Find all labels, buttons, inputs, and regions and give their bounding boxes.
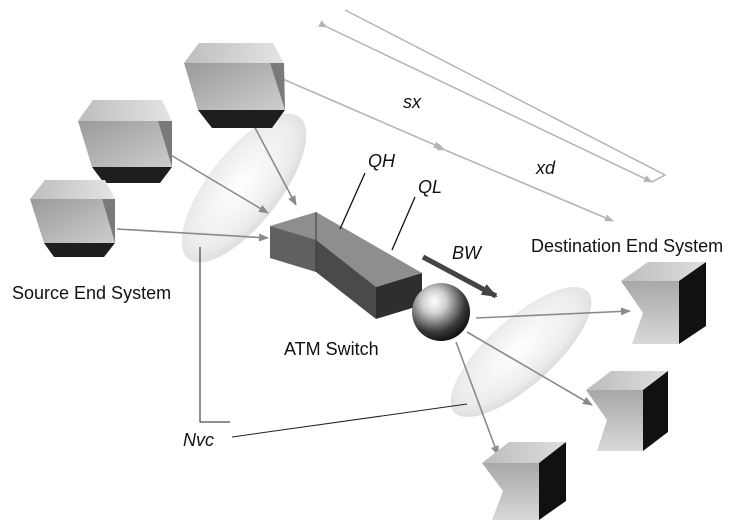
bw-label: BW [452, 243, 483, 263]
queue-qh-front [270, 226, 316, 272]
distance-lines [253, 9, 667, 222]
nvc-line-source [199, 247, 230, 423]
dest-arrow-middle [466, 331, 593, 406]
source-system-middle [78, 100, 172, 183]
queue-ql-front [316, 240, 376, 319]
destination-system-right [621, 262, 706, 344]
destination-grouping-ellipse [450, 286, 592, 418]
atm-switch-sphere [412, 283, 470, 341]
source-system-top [184, 43, 285, 128]
source-arrow-middle [158, 147, 269, 214]
destination-end-system-label: Destination End System [531, 236, 723, 256]
source-end-system-label: Source End System [12, 283, 171, 303]
destination-system-middle [586, 371, 668, 451]
atm-switch-label: ATM Switch [284, 339, 379, 359]
nvc-line-destination [231, 403, 468, 438]
source-arrow-bottom [116, 228, 269, 242]
ql-leader-line [391, 196, 416, 251]
ql-label: QL [418, 177, 442, 197]
sx-distance-line [253, 63, 443, 149]
xd-label: xd [535, 158, 556, 178]
sx-label: sx [403, 92, 422, 112]
qh-leader-line [339, 172, 366, 230]
destination-arrows [455, 307, 631, 456]
source-system-bottom [30, 180, 115, 257]
atm-switch-queue [270, 212, 422, 319]
source-grouping-ellipse [181, 113, 307, 263]
nvc-lines [199, 247, 468, 438]
destination-system-bottom [482, 442, 566, 520]
xd-distance-line [436, 143, 614, 222]
queue-top-face [270, 212, 422, 287]
dest-arrow-right [475, 307, 631, 319]
dest-arrow-bottom [455, 341, 499, 456]
qh-label: QH [368, 151, 396, 171]
bandwidth-arrow [421, 254, 498, 299]
nvc-label: Nvc [183, 430, 214, 450]
queue-end-face [376, 273, 422, 319]
